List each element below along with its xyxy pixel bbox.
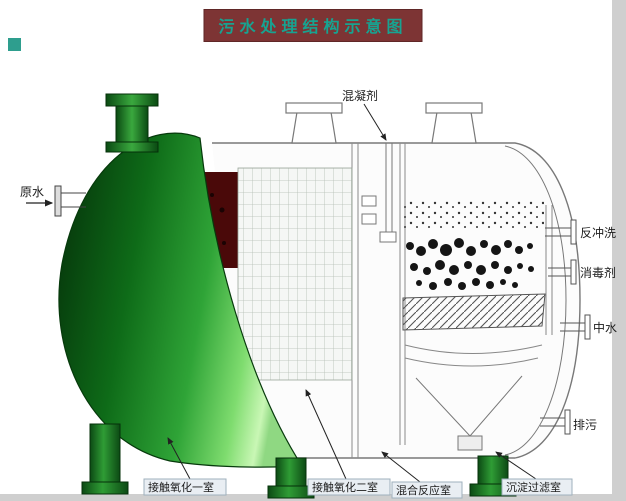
label-mixing: 混合反应室 bbox=[396, 483, 451, 497]
label-disinfectant: 消毒剂 bbox=[580, 265, 616, 280]
label-box bbox=[143, 478, 227, 496]
flange bbox=[564, 409, 571, 435]
packing-media-grid bbox=[237, 167, 353, 381]
manhole-left bbox=[285, 102, 343, 144]
disinfectant-nozzle: 消毒剂 bbox=[548, 259, 616, 285]
leader-sedimentation bbox=[495, 451, 537, 480]
reclaimed-water-nozzle: 中水 bbox=[560, 314, 617, 340]
coagulant-dosing: 混凝剂 bbox=[342, 88, 387, 141]
support-layer-2 bbox=[404, 357, 539, 367]
manhole-right bbox=[425, 102, 483, 144]
label-oxidation-2: 接触氧化二室 bbox=[312, 480, 378, 494]
label-backwash: 反冲洗 bbox=[580, 225, 616, 240]
label-reclaimed-water: 中水 bbox=[593, 320, 617, 335]
inlet-flange bbox=[54, 185, 62, 217]
page-edge-right bbox=[612, 0, 626, 501]
green-dome-head bbox=[58, 132, 304, 468]
sedimentation-internals bbox=[402, 198, 553, 451]
label-sedimentation: 沉淀过滤室 bbox=[506, 480, 561, 494]
page-title: 污水处理结构示意图 bbox=[203, 9, 423, 42]
mixing-chamber-internals bbox=[361, 143, 397, 243]
label-box bbox=[307, 478, 391, 496]
label-coagulant: 混凝剂 bbox=[342, 88, 378, 103]
drain-nozzle: 排污 bbox=[540, 409, 597, 435]
support-layer-1 bbox=[404, 344, 543, 354]
coagulant-leader bbox=[363, 103, 387, 141]
label-raw-water: 原水 bbox=[20, 185, 44, 199]
flange bbox=[584, 314, 591, 340]
label-oxidation-1: 接触氧化一室 bbox=[148, 480, 214, 494]
leader-oxidation-1 bbox=[167, 437, 191, 480]
corner-marker bbox=[8, 38, 21, 51]
sludge-particles bbox=[406, 238, 534, 290]
label-drain: 排污 bbox=[573, 418, 597, 432]
raw-water-inlet: 原水 bbox=[20, 185, 86, 217]
top-vent-pipe bbox=[105, 93, 159, 153]
label-box bbox=[501, 478, 573, 496]
support-leg-middle bbox=[267, 457, 315, 499]
support-leg-left bbox=[81, 423, 129, 495]
backwash-nozzle: 反冲洗 bbox=[545, 219, 616, 245]
bottom-labels: 接触氧化一室 接触氧化二室 混合反应室 沉淀过滤室 bbox=[143, 389, 573, 499]
flange bbox=[570, 259, 577, 285]
hopper-outlet bbox=[457, 435, 483, 451]
flange bbox=[570, 219, 577, 245]
leader-oxidation-2 bbox=[305, 389, 347, 480]
fine-particles bbox=[402, 198, 544, 230]
leader-mixing bbox=[381, 451, 421, 483]
label-box bbox=[391, 481, 463, 499]
filter-media-band bbox=[402, 293, 546, 331]
